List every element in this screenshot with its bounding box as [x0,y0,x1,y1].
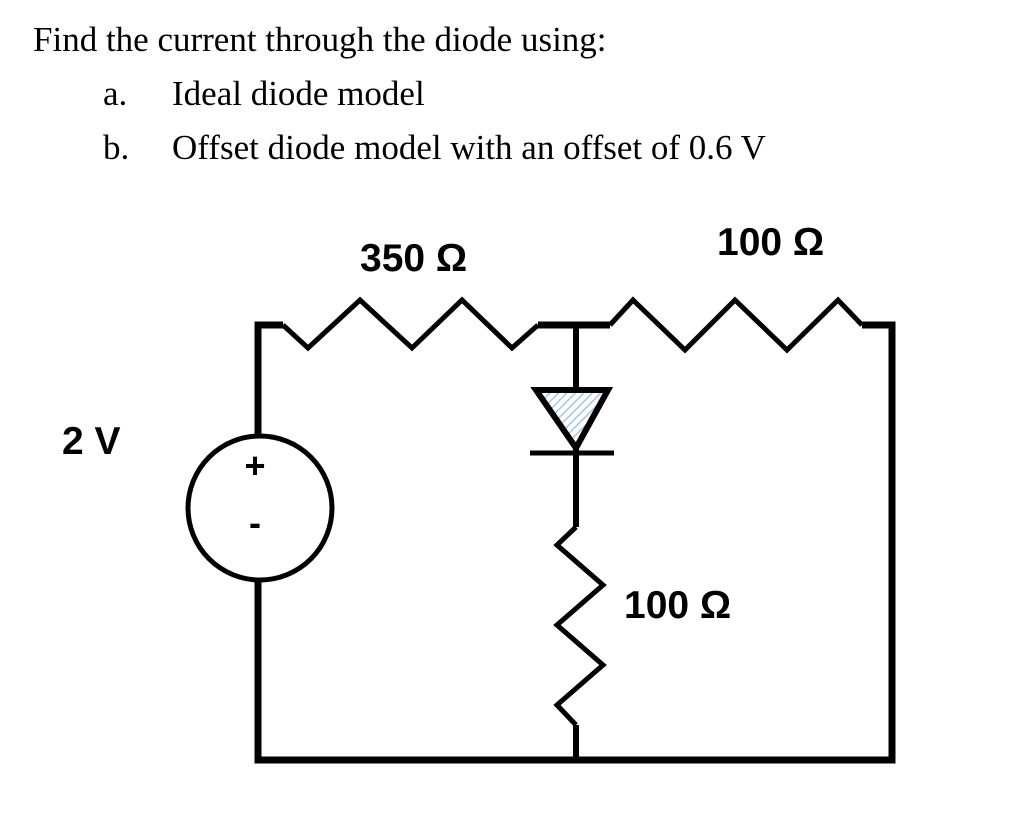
r1-label: 350 Ω [360,237,468,280]
item-a-text: Ideal diode model [172,74,425,113]
item-b-marker: b. [103,128,130,167]
source-label: 2 V [62,420,121,463]
diode-icon [530,387,614,454]
left-wire-top [254,321,283,437]
item-b-text: Offset diode model with an offset of 0.6… [172,128,766,167]
voltage-source-icon [185,433,335,583]
item-a-marker: a. [103,74,128,113]
r2-label: 100 Ω [717,221,825,264]
source-minus: - [249,502,261,543]
resistor-350 [281,296,540,352]
resistor-100-vertical [553,525,607,727]
right-wire [254,321,896,764]
source-plus: + [244,445,265,486]
question-prompt: Find the current through the diode using… [33,20,607,59]
resistor-100-top [608,296,864,354]
r3-label: 100 Ω [624,584,732,627]
